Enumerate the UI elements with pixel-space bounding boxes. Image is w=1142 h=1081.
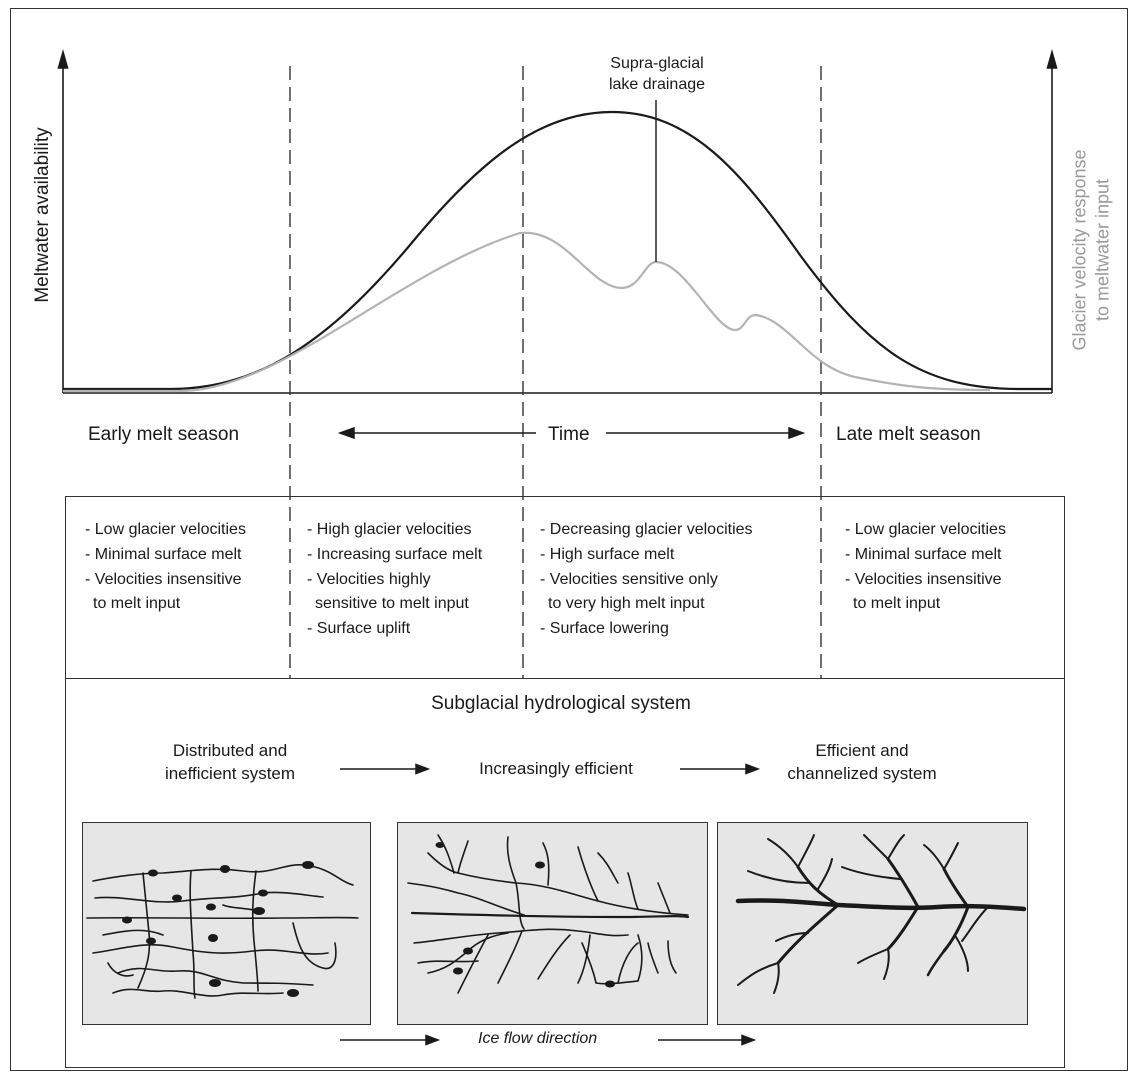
ice-flow-direction-label: Ice flow direction xyxy=(478,1030,598,1047)
list-item: to very high melt input xyxy=(548,595,705,613)
time-arrow-left-head xyxy=(337,426,355,440)
distributed-network-panel xyxy=(82,822,371,1025)
list-item: - Minimal surface melt xyxy=(845,545,1002,563)
list-item: - Increasing surface melt xyxy=(307,545,483,563)
stage-3-label: Efficient and channelized system xyxy=(787,741,937,783)
phase-1-list: - Low glacier velocities - Minimal surfa… xyxy=(85,518,246,617)
phase-3-list: - Decreasing glacier velocities - High s… xyxy=(540,518,753,642)
late-season-label: Late melt season xyxy=(836,424,981,445)
meltwater-availability-curve xyxy=(63,110,1052,391)
early-season-label: Early melt season xyxy=(88,424,240,445)
phase-4-list: - Low glacier velocities - Minimal surfa… xyxy=(845,518,1006,617)
efficient-network-panel xyxy=(397,822,708,1025)
list-item: - Velocities highly xyxy=(307,570,431,588)
hydro-system-box xyxy=(65,678,1065,1068)
y-axis-right-label: Glacier velocity response to meltwater i… xyxy=(1069,149,1113,351)
list-item: - Low glacier velocities xyxy=(845,521,1006,538)
list-item: - Surface uplift xyxy=(307,620,411,638)
y-axis-left-arrowhead xyxy=(57,49,69,69)
y-axis-right-arrowhead xyxy=(1046,49,1058,69)
time-label: Time xyxy=(548,424,590,445)
phase-2-list: - High glacier velocities - Increasing s… xyxy=(307,518,482,642)
figure-frame xyxy=(10,8,1128,1071)
stage-2-label: Increasingly efficient xyxy=(479,759,633,778)
list-item: to melt input xyxy=(853,595,941,613)
lake-drainage-annotation: Supra-glacial lake drainage xyxy=(608,55,706,93)
hydro-title: Subglacial hydrological system xyxy=(431,693,691,714)
list-item: - Low glacier velocities xyxy=(85,521,246,538)
list-item: - Surface lowering xyxy=(540,620,669,638)
list-item: - Minimal surface melt xyxy=(85,545,242,563)
channelized-network-drawing xyxy=(735,834,1027,994)
y-axis-left-label: Meltwater availability xyxy=(32,127,53,303)
list-item: - High surface melt xyxy=(540,545,675,563)
list-item: - High glacier velocities xyxy=(307,521,472,538)
time-arrow-right-head xyxy=(788,426,806,440)
increasingly-efficient-drawing xyxy=(407,834,690,994)
list-item: - Decreasing glacier velocities xyxy=(540,521,753,538)
distributed-network-drawing xyxy=(86,861,359,999)
stage-1-label: Distributed and inefficient system xyxy=(164,741,296,783)
list-item: sensitive to melt input xyxy=(315,595,469,613)
list-item: - Velocities insensitive xyxy=(85,570,242,588)
list-item: - Velocities insensitive xyxy=(845,570,1002,588)
list-item: - Velocities sensitive only xyxy=(540,570,718,588)
velocity-response-curve xyxy=(63,231,991,393)
list-item: to melt input xyxy=(93,595,181,613)
channelized-network-panel xyxy=(717,822,1028,1025)
